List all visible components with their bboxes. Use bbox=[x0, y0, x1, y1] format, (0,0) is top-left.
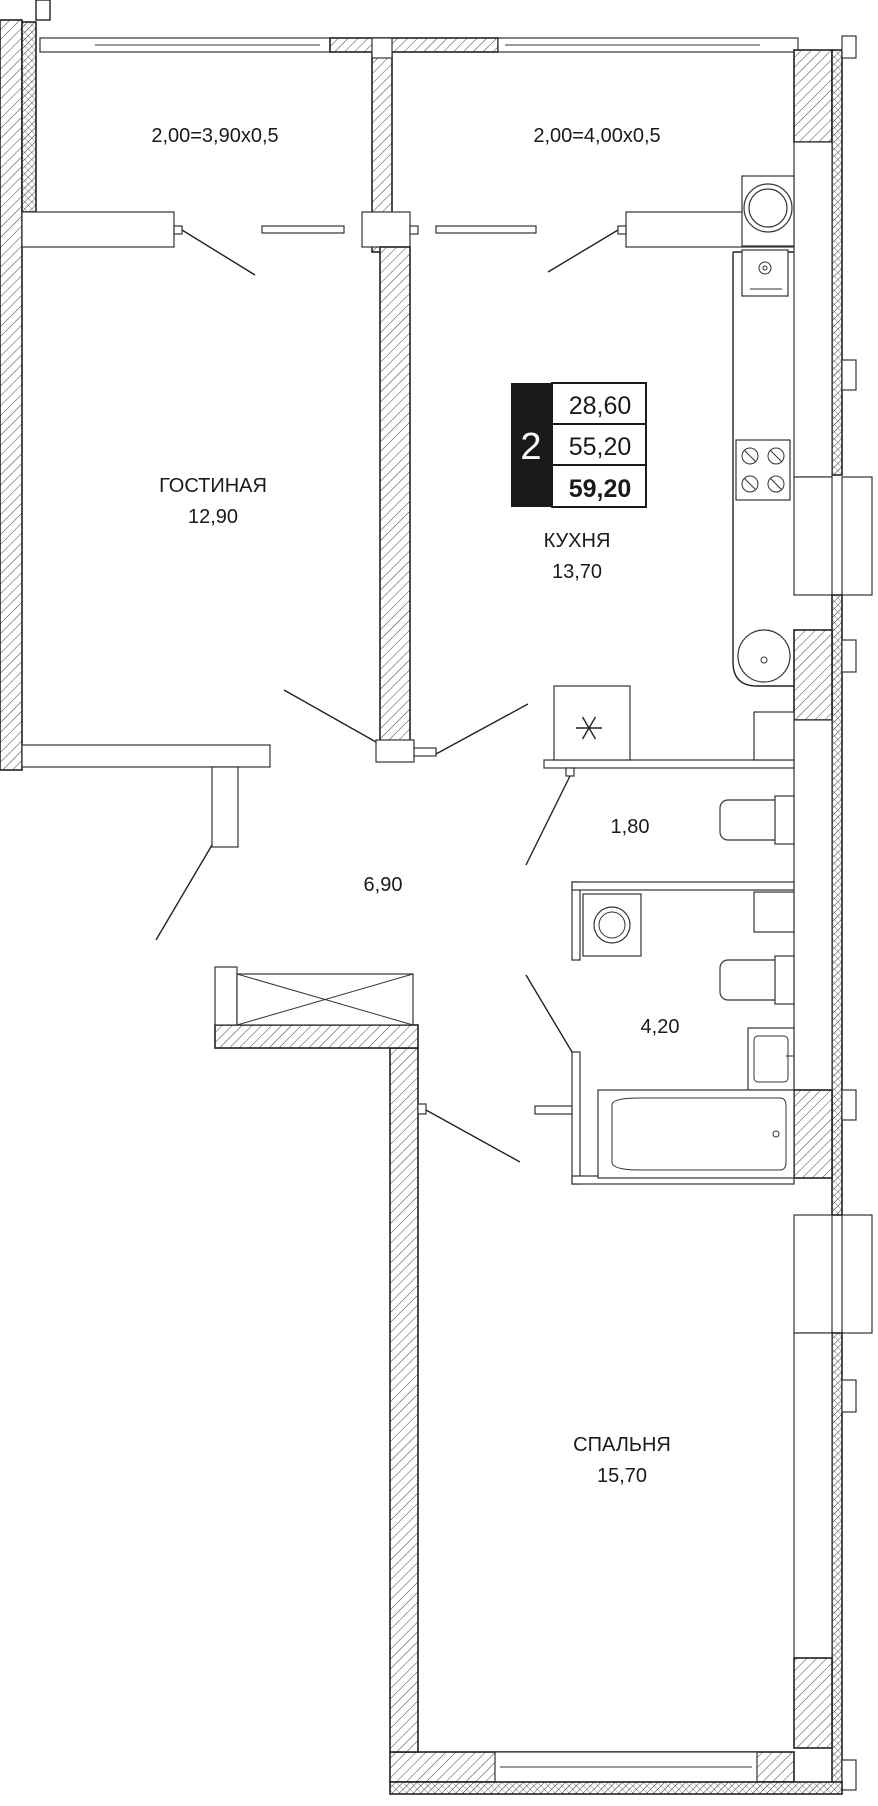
sink-icon bbox=[737, 629, 791, 683]
total-area: 59,20 bbox=[569, 475, 632, 503]
right-outer-wall bbox=[793, 35, 873, 1791]
bath-toilet-icon bbox=[719, 955, 795, 1005]
boiler-icon bbox=[741, 175, 795, 247]
left-outer-wall bbox=[0, 0, 51, 771]
bedroom-left-wall bbox=[214, 966, 521, 1753]
wc-area: 1,80 bbox=[611, 816, 650, 838]
balcony-partition-post bbox=[371, 37, 393, 59]
cooktop-icon bbox=[735, 439, 791, 501]
living-balcony-wall bbox=[21, 211, 537, 276]
kitchen-area: 13,70 bbox=[552, 561, 602, 583]
usable-area: 55,20 bbox=[569, 433, 632, 461]
hall-area: 6,90 bbox=[364, 874, 403, 896]
balcony-left-label: 2,00=3,90x0,5 bbox=[151, 125, 278, 147]
toilet-icon bbox=[719, 795, 795, 845]
kitchen-name: КУХНЯ bbox=[544, 530, 611, 552]
shelf-icon bbox=[753, 891, 795, 933]
living-area: 28,60 bbox=[569, 392, 632, 420]
living-room-name: ГОСТИНАЯ bbox=[159, 475, 267, 497]
bedroom-bottom-wall bbox=[389, 1751, 843, 1795]
cabinet-icon bbox=[753, 711, 795, 761]
rooms-count: 2 bbox=[520, 426, 541, 468]
washbasin-icon bbox=[747, 1027, 795, 1091]
apartment-area-box: 2 28,60 55,20 59,20 bbox=[511, 382, 647, 508]
bathtub-icon bbox=[597, 1089, 795, 1179]
kitchen-bath-partitions bbox=[525, 759, 795, 1185]
living-room-area: 12,90 bbox=[188, 506, 238, 528]
bedroom-area: 15,70 bbox=[597, 1465, 647, 1487]
snowflake-icon bbox=[553, 685, 631, 761]
living-kitchen-wall bbox=[379, 246, 411, 748]
washing-machine-icon bbox=[582, 893, 642, 957]
living-bottom-wall bbox=[21, 689, 529, 941]
bedroom-name: СПАЛЬНЯ bbox=[573, 1434, 671, 1456]
left-balcony-railing bbox=[39, 37, 499, 53]
oven-icon bbox=[741, 249, 789, 297]
bathroom-area: 4,20 bbox=[641, 1016, 680, 1038]
right-balcony-railing bbox=[497, 37, 799, 53]
balcony-right-label: 2,00=4,00x0,5 bbox=[533, 125, 660, 147]
